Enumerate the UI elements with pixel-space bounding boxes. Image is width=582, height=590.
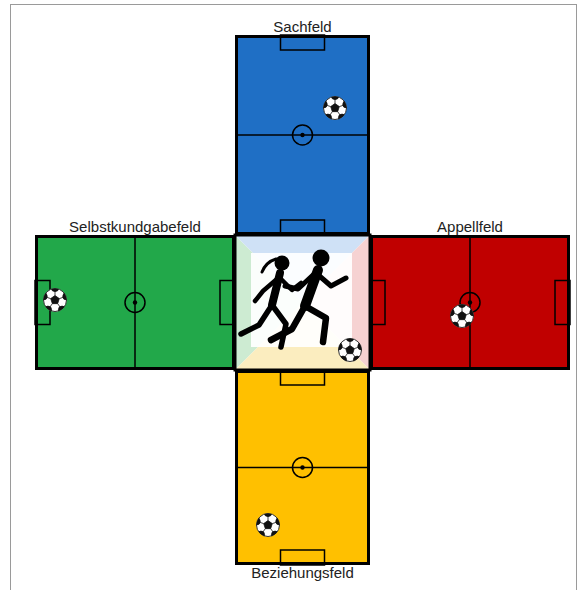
- soccer-balls: [40, 92, 477, 538]
- field-label: Selbstkundgabefeld: [69, 218, 201, 236]
- runner-silhouettes: [241, 250, 346, 348]
- field-label: Beziehungsfeld: [251, 564, 354, 582]
- field-label: Appellfeld: [437, 218, 503, 236]
- beziehungsfeld-box: Beziehungsfeld: [235, 370, 370, 565]
- yellow-field: [235, 370, 370, 565]
- blue-field: [235, 35, 370, 235]
- center-square: [235, 235, 370, 370]
- picture-frame: [11, 5, 577, 590]
- sachfeld-box: Sachfeld: [235, 35, 370, 235]
- red-field: [370, 235, 570, 370]
- green-field: [35, 235, 235, 370]
- center-spots: [133, 133, 472, 470]
- selbstkundgabefeld-box: Selbstkundgabefeld: [35, 235, 235, 370]
- pitch-markings: [35, 35, 570, 565]
- field-label: Sachfeld: [273, 18, 331, 36]
- appellfeld-box: Appellfeld: [370, 235, 570, 370]
